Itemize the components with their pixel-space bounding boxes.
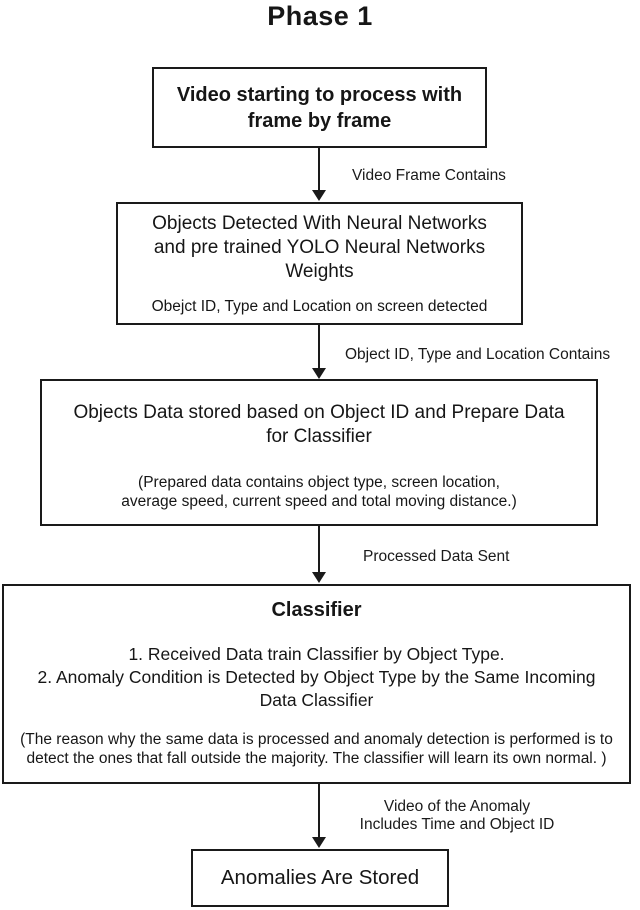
classifier-title: Classifier — [271, 599, 362, 621]
flow-box-object-detection: Objects Detected With Neural Networks an… — [116, 202, 523, 325]
edge-label-processed-data-sent: Processed Data Sent — [363, 548, 510, 565]
edge-label-line: Includes Time and Object ID — [359, 816, 555, 833]
edge-label-object-id-contains: Object ID, Type and Location Contains — [345, 346, 611, 363]
flow-box-video-start: Video starting to process with frame by … — [152, 67, 487, 148]
arrow-line — [318, 325, 320, 370]
box-main-text: Objects Data stored based on Object ID a… — [42, 401, 596, 449]
edge-label-video-of-anomaly: Video of the Anomaly Includes Time and O… — [341, 798, 573, 834]
flow-box-classifier: Classifier 1. Received Data train Classi… — [2, 584, 631, 784]
box-text-line: (Prepared data contains object type, scr… — [138, 474, 500, 491]
flow-box-anomalies-stored: Anomalies Are Stored — [191, 849, 449, 907]
arrow-head-icon — [312, 368, 326, 379]
flow-box-data-store: Objects Data stored based on Object ID a… — [40, 379, 598, 526]
box-text-line: Anomalies Are Stored — [220, 866, 420, 889]
box-text-line: average speed, current speed and total m… — [121, 493, 517, 510]
box-text-line: (The reason why the same data is process… — [20, 731, 613, 748]
classifier-items: 1. Received Data train Classifier by Obj… — [4, 643, 629, 712]
box-note-text: (Prepared data contains object type, scr… — [42, 473, 596, 511]
edge-label-line: Video of the Anomaly — [383, 798, 531, 815]
arrow-head-icon — [312, 190, 326, 201]
arrow-head-icon — [312, 837, 326, 848]
arrow-line — [318, 526, 320, 575]
box-text-line: Video starting to process with — [176, 83, 463, 106]
arrow-head-icon — [312, 572, 326, 583]
box-text-line: 2. Anomaly Condition is Detected by Obje… — [37, 667, 596, 687]
classifier-note: (The reason why the same data is process… — [4, 730, 629, 768]
box-text-line: Objects Detected With Neural Networks — [152, 213, 487, 234]
edge-label-video-frame-contains: Video Frame Contains — [352, 167, 506, 184]
box-text-line: detect the ones that fall outside the ma… — [26, 750, 607, 767]
box-text-line: Data Classifier — [259, 690, 374, 710]
box-text-line: and pre trained YOLO Neural Networks — [153, 237, 486, 258]
arrow-line — [318, 148, 320, 192]
box-text-line: Objects Data stored based on Object ID a… — [73, 402, 565, 423]
box-main-text: Objects Detected With Neural Networks an… — [118, 212, 521, 284]
box-text-line: 1. Received Data train Classifier by Obj… — [128, 644, 505, 664]
box-text-line: frame by frame — [247, 109, 392, 132]
box-note-text: Obejct ID, Type and Location on screen d… — [151, 298, 488, 315]
box-text-line: Weights — [285, 261, 354, 282]
box-text-line: for Classifier — [266, 426, 372, 447]
arrow-line — [318, 784, 320, 839]
page-title: Phase 1 — [267, 1, 373, 31]
